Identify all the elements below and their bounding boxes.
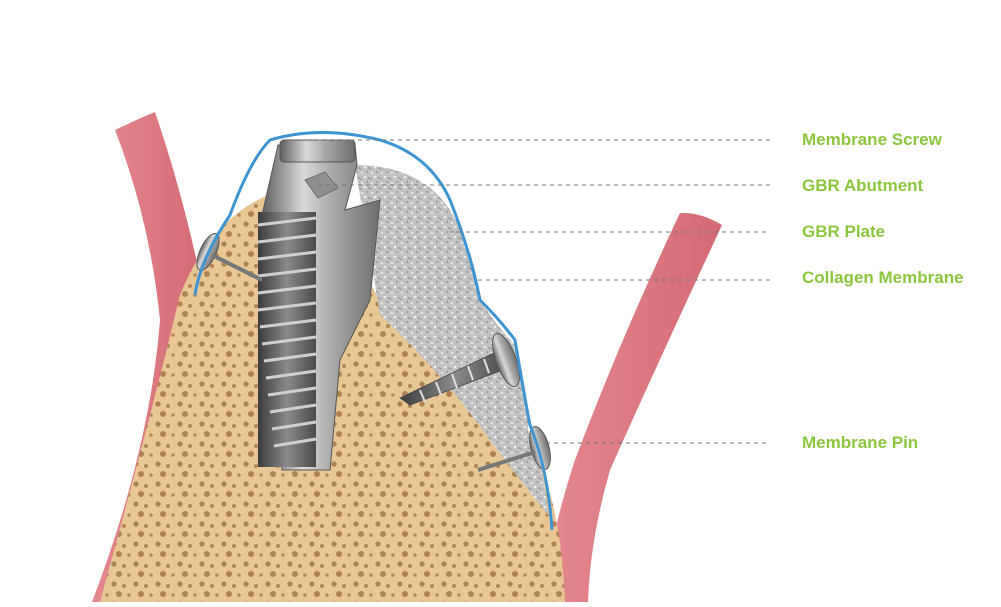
right-gum — [540, 213, 722, 602]
label-collagen-membrane: Collagen Membrane — [802, 268, 964, 288]
label-membrane-screw: Membrane Screw — [802, 130, 942, 150]
label-gbr-abutment: GBR Abutment — [802, 176, 923, 196]
label-gbr-plate: GBR Plate — [802, 222, 885, 242]
abutment-head — [280, 140, 355, 162]
implant-threads — [258, 212, 316, 467]
label-membrane-pin: Membrane Pin — [802, 433, 918, 453]
